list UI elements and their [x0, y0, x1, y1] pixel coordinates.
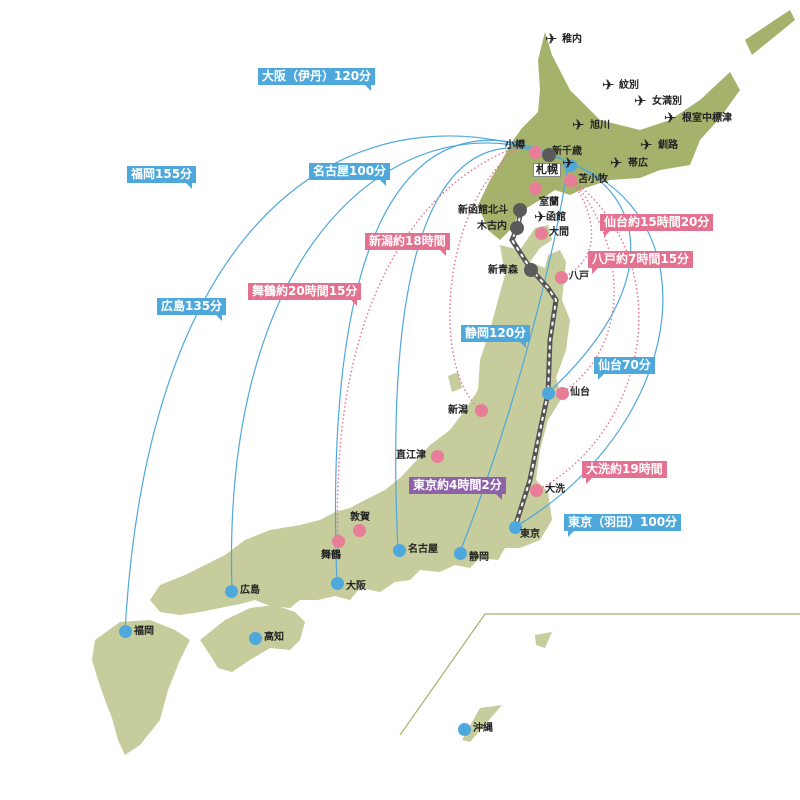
- air-tag-sendai: 仙台70分: [594, 357, 655, 380]
- kyushu-landmass: [92, 620, 190, 755]
- city-label-kikonai: 木古内: [477, 221, 507, 232]
- city-label-shinchitose: 新千歳: [552, 146, 582, 157]
- airport-label-hakodate: 函館: [546, 212, 566, 223]
- airport-dot-hiroshima: [224, 584, 238, 598]
- airport-label-wakkanai: 稚内: [562, 34, 582, 45]
- air-tag-osaka-itami: 大阪（伊丹）120分: [258, 68, 376, 91]
- hokkaido-landmass: [478, 32, 740, 240]
- airport-label-monbetsu: 紋別: [619, 80, 639, 91]
- air-tag-tokyo-haneda: 東京（羽田）100分: [564, 514, 682, 537]
- air-route-hiroshima: [230, 142, 569, 591]
- airplane-icon: ✈: [572, 116, 585, 134]
- air-tag-fukuoka: 福岡155分: [127, 166, 197, 189]
- airport-dot-shizuoka: [453, 546, 467, 560]
- city-label-maizuru: 舞鶴: [321, 550, 341, 561]
- airport-label-memanbetsu: 女満別: [652, 96, 682, 107]
- airport-label-asahikawa: 旭川: [590, 120, 610, 131]
- air-route-nagoya: [395, 147, 569, 551]
- city-label-naoetsu: 直江津: [396, 450, 426, 461]
- city-label-nagoya: 名古屋: [408, 544, 438, 555]
- kuril-islands: [745, 10, 795, 55]
- ferry-route-sendai: [561, 177, 615, 394]
- city-label-fukuoka: 福岡: [134, 626, 154, 637]
- airplane-icon: ✈: [545, 30, 558, 48]
- airplane-icon: ✈: [664, 109, 677, 127]
- port-dot-hachinohe: [554, 270, 568, 284]
- ferry-route-hachinohe: [561, 177, 593, 279]
- air-route-osaka: [334, 139, 569, 584]
- airport-dot-kochi: [248, 631, 262, 645]
- city-label-otaru: 小樽: [505, 140, 525, 151]
- port-dot-niigata: [474, 403, 488, 417]
- air-route-sendai: [547, 161, 632, 394]
- city-label-sapporo: 札幌: [533, 163, 561, 177]
- city-label-muroran: 室蘭: [539, 197, 559, 208]
- ferry-tag-oarai: 大洗約19時間: [582, 461, 667, 484]
- station-dot-sapporo: [542, 148, 556, 162]
- city-label-osaka: 大阪: [346, 581, 366, 592]
- airport-dot-fukuoka: [118, 624, 132, 638]
- port-dot-oarai: [529, 483, 543, 497]
- airport-label-kushiro: 釧路: [658, 140, 678, 151]
- airport-dot-okinawa: [457, 722, 471, 736]
- honshu-landmass: [150, 245, 570, 615]
- city-label-niigata: 新潟: [448, 405, 468, 416]
- air-tag-nagoya: 名古屋100分: [309, 163, 391, 186]
- air-tag-hiroshima: 広島135分: [157, 298, 227, 321]
- port-dot-oma: [534, 226, 548, 240]
- city-label-okinawa: 沖縄: [473, 723, 493, 734]
- port-dot-otaru: [528, 145, 542, 159]
- city-label-hiroshima: 広島: [240, 585, 260, 596]
- ferry-tag-sendai: 仙台約15時間20分: [600, 214, 714, 237]
- okinawa-inset-frame: [399, 613, 800, 736]
- city-label-shizuoka: 静岡: [469, 552, 489, 563]
- airport-label-obihiro: 帯広: [628, 158, 648, 169]
- air-tag-shizuoka: 静岡120分: [461, 325, 531, 348]
- city-label-shinaomori: 新青森: [488, 265, 518, 276]
- station-dot-kikonai: [510, 221, 524, 235]
- airport-dot-tokyo: [508, 520, 522, 534]
- city-label-oarai: 大洗: [545, 484, 565, 495]
- airplane-icon: ✈: [562, 154, 575, 172]
- city-label-tsuruga: 敦賀: [350, 512, 370, 523]
- airplane-icon: ✈: [602, 76, 615, 94]
- airport-dot-osaka: [330, 576, 344, 590]
- city-label-oma: 大間: [549, 227, 569, 238]
- airport-dot-sendai: [541, 386, 555, 400]
- station-dot-shinaomori: [524, 263, 538, 277]
- airplane-icon: ✈: [610, 154, 623, 172]
- airport-label-nakashibetsu: 根室中標津: [682, 113, 732, 124]
- okinawa-island: [462, 705, 502, 742]
- city-label-sendai: 仙台: [570, 387, 590, 398]
- ferry-route-maizuru: [336, 144, 523, 542]
- port-dot-naoetsu: [430, 449, 444, 463]
- airplane-icon: ✈: [534, 208, 547, 226]
- city-label-hachinohe: 八戸: [569, 271, 589, 282]
- ferry-tag-niigata: 新潟約18時間: [365, 233, 450, 256]
- air-route-fukuoka: [124, 135, 569, 633]
- port-dot-sendai: [555, 386, 569, 400]
- amami-island: [535, 632, 552, 648]
- city-label-tokyo: 東京: [520, 529, 540, 540]
- port-dot-tomakomai: [563, 173, 577, 187]
- airplane-icon: ✈: [634, 92, 647, 110]
- shinchitose-hub-dot: [563, 158, 577, 172]
- port-dot-muroran: [528, 181, 542, 195]
- ferry-tag-hachinohe: 八戸約7時間15分: [588, 251, 694, 274]
- sado-island: [448, 372, 462, 392]
- airplane-icon: ✈: [640, 136, 653, 154]
- airport-dot-nagoya: [392, 543, 406, 557]
- city-label-shinhakodate: 新函館北斗: [458, 205, 508, 216]
- rail-tag-tokyo: 東京約4時間2分: [409, 477, 506, 500]
- port-dot-tsuruga: [352, 523, 366, 537]
- port-dot-maizuru: [331, 534, 345, 548]
- ferry-tag-maizuru: 舞鶴約20時間15分: [248, 283, 362, 306]
- city-label-tomakomai: 苫小牧: [578, 174, 608, 185]
- station-dot-shinhakodate: [513, 203, 527, 217]
- shinkansen-line-dash: [510, 209, 558, 528]
- air-route-tokyo: [514, 161, 664, 528]
- city-label-kochi: 高知: [264, 632, 284, 643]
